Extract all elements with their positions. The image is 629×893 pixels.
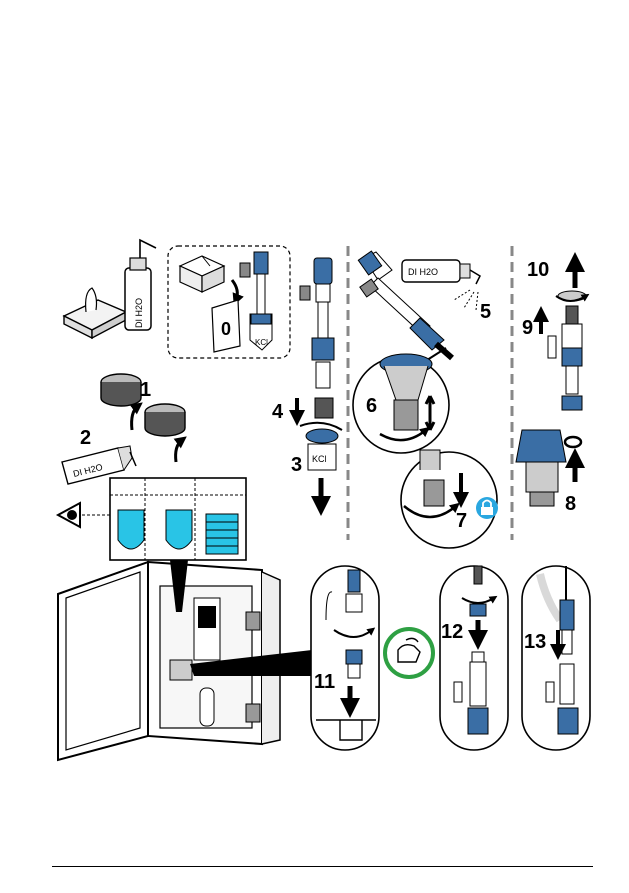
sensor-column	[547, 290, 590, 411]
curved-arrow-icon	[129, 402, 143, 431]
step-11-detail-pill	[310, 565, 380, 751]
step-7-detail-circle	[400, 449, 498, 549]
step-6: 6	[366, 395, 377, 417]
sensor-rinse-illustration	[357, 250, 454, 361]
o-ring-icon	[563, 435, 583, 449]
footer-rule	[52, 866, 593, 867]
step-13: 13	[524, 631, 546, 653]
step-7: 7	[456, 510, 467, 532]
kcl-inset-box	[167, 245, 291, 359]
callout-pointer	[170, 560, 188, 612]
curved-arrow-icon	[173, 436, 187, 463]
eye-icon	[55, 501, 81, 529]
sample-tubes-panel	[109, 477, 247, 561]
callout-pointer	[190, 650, 312, 676]
step-6-detail-circle	[352, 347, 450, 454]
bottle-right-label: DI H2O	[408, 267, 438, 277]
cap-icon	[100, 373, 186, 437]
step-9: 9	[522, 317, 533, 339]
step-13-detail-pill	[521, 565, 591, 751]
step-3: 3	[291, 454, 302, 476]
step-10: 10	[527, 259, 549, 281]
step-11: 11	[314, 671, 335, 693]
bag-letter: 0	[221, 319, 231, 339]
step-12: 12	[441, 621, 463, 643]
kcl-bag-label: KCl	[255, 338, 268, 347]
step-12-detail-pill	[439, 565, 509, 751]
step-4: 4	[272, 401, 284, 423]
bottle-top-label: DI H2O	[134, 298, 144, 328]
step-2: 2	[80, 427, 91, 449]
electrode-assembly	[299, 257, 343, 471]
di-water-bottle-icon	[124, 238, 157, 331]
di-water-bottle-icon	[401, 259, 481, 311]
step-1: 1	[140, 379, 151, 401]
kcl-cap-label: KCl	[312, 454, 327, 464]
di-water-bottle-icon	[61, 445, 137, 485]
tissue-box-icon	[62, 287, 128, 340]
hand-tight-icon	[383, 627, 435, 679]
threaded-fitting	[515, 429, 567, 507]
step-5: 5	[480, 301, 491, 323]
lock-icon	[476, 497, 498, 519]
step-8: 8	[565, 493, 576, 515]
